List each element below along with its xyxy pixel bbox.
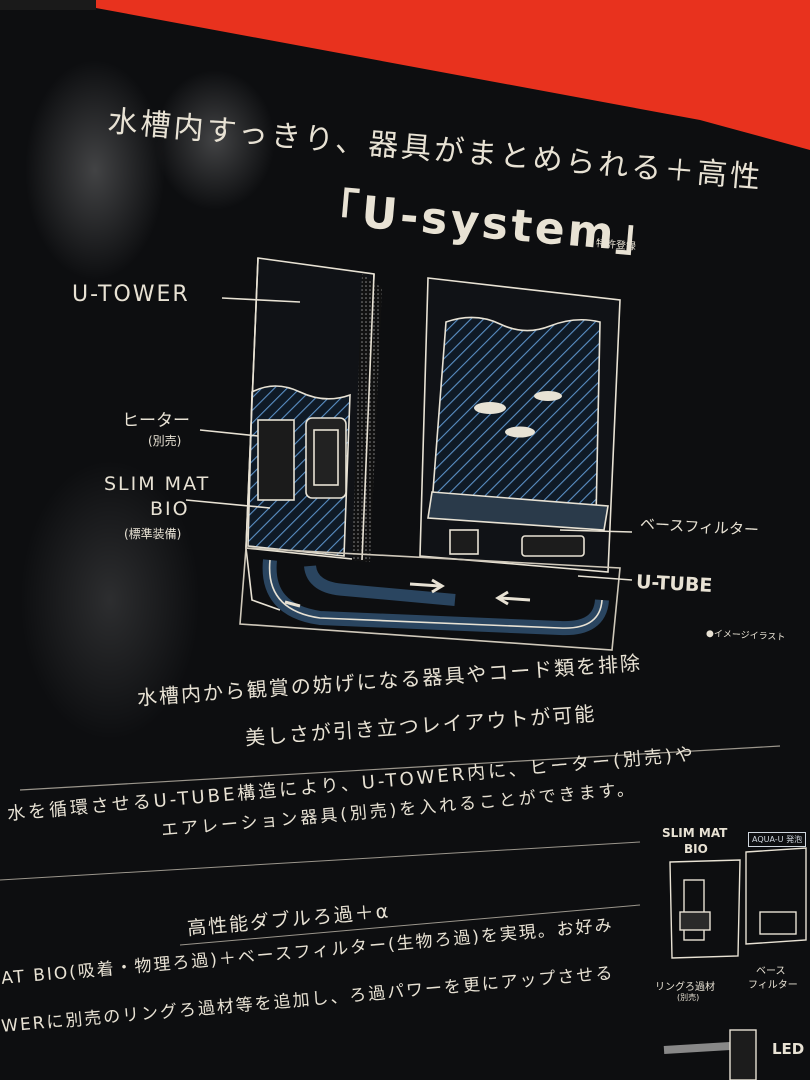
label-u-tube: U-TUBE [635,571,713,597]
mini-tag: AQUA-U 発泡 [748,832,807,847]
red-banner [96,0,810,150]
mini-label-slim-mat: SLIM MAT [662,826,728,840]
mini-label-ring-media: リングろ過材 [655,982,715,993]
mini-diagram [663,847,807,1080]
u-system-diagram [185,257,633,651]
mini-label-base-2: フィルター [748,980,798,991]
mini-label-bio: BIO [684,842,708,856]
label-standard-equipment: (標準装備) [124,527,182,541]
mini-label-ring-sub: (別売) [677,993,700,1002]
label-heater: ヒーター [122,411,190,431]
label-slim-mat: SLIM MAT [104,473,211,495]
label-bio: BIO [150,498,190,520]
divider-2 [179,904,641,946]
divider-1 [19,745,781,791]
label-heater-sold-separately: (別売) [148,434,182,448]
mini-label-base-1: ベース [756,966,786,977]
label-u-tower: U-TOWER [72,282,190,307]
led-label: LED [772,1040,805,1058]
